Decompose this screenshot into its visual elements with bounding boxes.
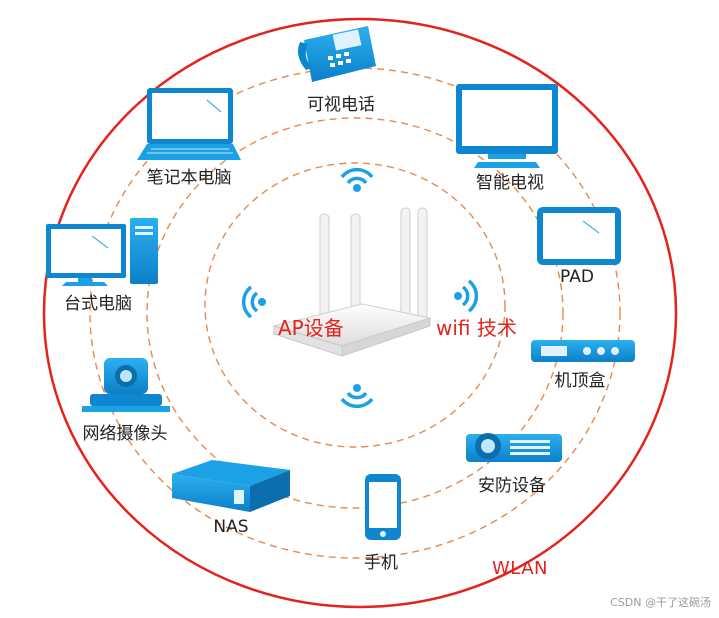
security-label: 安防设备 — [478, 476, 546, 496]
camera-label: 网络摄像头 — [82, 424, 168, 444]
videophone-icon — [298, 26, 376, 82]
wlan-label: WLAN — [492, 558, 549, 579]
smart-tv-label: 智能电视 — [476, 173, 544, 193]
desktop-icon — [46, 218, 158, 286]
nas-icon — [172, 460, 290, 512]
wireless-router-icon — [272, 207, 432, 357]
watermark: CSDN @干了这碗汤 — [610, 596, 711, 609]
wifi-signal-icon — [340, 384, 374, 409]
wlan-boundary — [42, 17, 678, 609]
pad-label: PAD — [560, 267, 594, 287]
set-top-box-icon — [531, 340, 635, 362]
tablet-icon — [537, 207, 621, 265]
wifi-technology-label: wifi 技术 — [436, 316, 517, 340]
laptop-icon — [137, 88, 241, 160]
camera-icon — [82, 358, 170, 412]
wifi-signal-icon — [241, 285, 266, 319]
wifi-signal-icon — [454, 279, 479, 313]
middle-dashed-ring — [146, 117, 564, 509]
tv-icon — [456, 84, 558, 168]
videophone-label: 可视电话 — [307, 95, 375, 115]
inner-dashed-ring — [204, 162, 506, 448]
ap-device-label: AP设备 — [278, 316, 344, 340]
phone-label: 手机 — [364, 553, 398, 573]
desktop-label: 台式电脑 — [64, 294, 132, 314]
settop-label: 机顶盒 — [554, 371, 606, 391]
wifi-signal-icon — [340, 167, 374, 192]
laptop-label: 笔记本电脑 — [146, 168, 232, 188]
smartphone-icon — [365, 474, 401, 540]
nas-label: NAS — [213, 517, 249, 537]
projector-icon — [466, 433, 562, 462]
